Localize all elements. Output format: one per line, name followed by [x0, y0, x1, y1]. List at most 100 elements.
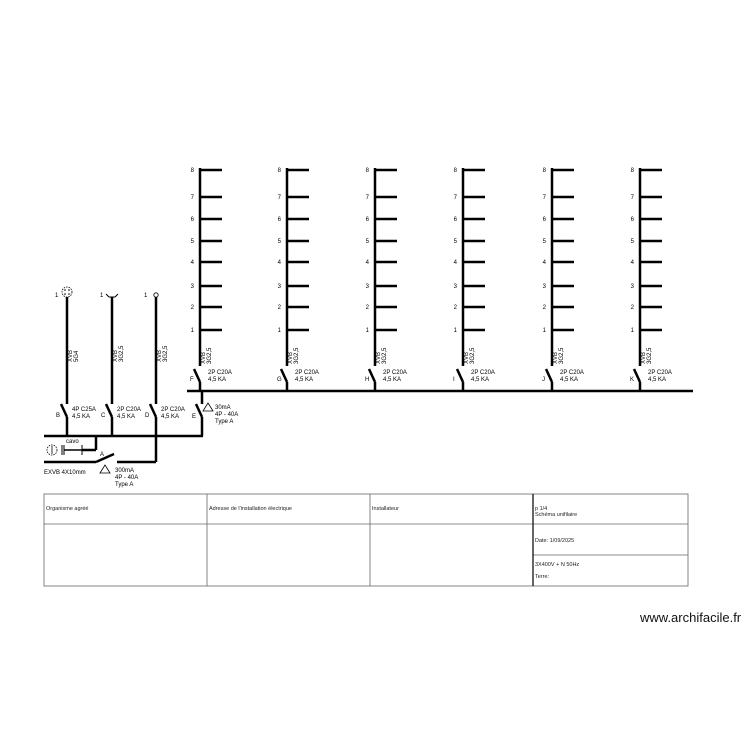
- cable-label-D-section: 3G2,5: [163, 345, 169, 362]
- light-icon: [153, 292, 159, 298]
- cable-label-H-type: XVB: [376, 352, 382, 364]
- breaker-C-contact: [104, 403, 114, 418]
- circuit-number: 3: [543, 284, 547, 290]
- breaker-G-contact: [279, 368, 289, 383]
- title-supply: 3X400V + N 50Hz: [535, 562, 579, 568]
- circuit-number: 1: [191, 328, 195, 334]
- title-installateur: Installateur: [372, 506, 399, 512]
- breaker-id-K: K: [630, 377, 634, 383]
- cable-label-D-type: XVB: [157, 350, 163, 362]
- circuit-number: 7: [631, 195, 635, 201]
- circuit-number: 3: [278, 284, 282, 290]
- circuit-number: 7: [191, 195, 195, 201]
- breaker-rating-C: 2P C20A: [117, 407, 141, 413]
- breaker-rating-D: 2P C20A: [161, 407, 185, 413]
- circuit-number: 4: [454, 260, 458, 266]
- circuit-number: 2: [278, 305, 282, 311]
- main-switch-sensitivity: 300mA: [115, 468, 134, 474]
- socket-3phase-icon: [61, 286, 73, 298]
- breaker-id-F: F: [190, 377, 194, 383]
- cable-label-G-section: 3G2,5: [294, 347, 300, 364]
- title-date: Date: 1/09/2025: [535, 538, 574, 544]
- circuit-number: 2: [366, 305, 370, 311]
- breaker-J-contact: [544, 368, 554, 383]
- cable-label-C-section: 3G2,5: [119, 345, 125, 362]
- cable-label-F-type: XVB: [201, 352, 207, 364]
- main-switch-rating: 4P - 40A: [115, 475, 138, 481]
- socket-pin: [68, 293, 70, 295]
- circuit-number: 1: [631, 328, 635, 334]
- circuit-number: 2: [543, 305, 547, 311]
- earth-cable-label: cavo: [66, 439, 79, 445]
- circuit-number: 4: [366, 260, 370, 266]
- breaker-I-contact: [455, 368, 465, 383]
- breaker-ka-I: 4,5 KA: [471, 377, 489, 383]
- circuit-number: 1: [278, 328, 282, 334]
- circuit-number: 8: [278, 168, 282, 174]
- circuit-number: 3: [631, 284, 635, 290]
- breaker-ka-J: 4,5 KA: [560, 377, 578, 383]
- title-organisme: Organisme agréé: [46, 506, 89, 512]
- socket-pin: [64, 293, 66, 295]
- circuit-number: 3: [454, 284, 458, 290]
- breaker-ka-D: 4,5 KA: [161, 414, 179, 420]
- circuit-number: 7: [543, 195, 547, 201]
- circuit-number: 4: [543, 260, 547, 266]
- breaker-ka-K: 4,5 KA: [648, 377, 666, 383]
- breaker-rating-G: 2P C20A: [295, 370, 319, 376]
- breaker-id-G: G: [277, 377, 282, 383]
- breaker-rating-I: 2P C20A: [471, 370, 495, 376]
- circuit-number: 2: [191, 305, 195, 311]
- circuit-number: 7: [454, 195, 458, 201]
- circuit-number: 5: [366, 239, 370, 245]
- rcd-E-contact: [194, 403, 204, 418]
- incomer-cable-label: EXVB 4X10mm: [44, 470, 86, 476]
- load-number-D: 1: [144, 293, 148, 299]
- circuit-number: 1: [366, 328, 370, 334]
- circuit-number: 6: [631, 217, 635, 223]
- rcd-E-sensitivity: 30mA: [215, 405, 231, 411]
- load-number-C: 1: [100, 293, 104, 299]
- circuit-number: 6: [454, 217, 458, 223]
- breaker-rating-B: 4P C25A: [72, 407, 96, 413]
- rcd-E-rating: 4P - 40A: [215, 412, 238, 418]
- watermark: www.archifacile.fr: [639, 610, 742, 625]
- title-terre: Terre:: [535, 574, 550, 580]
- circuit-number: 8: [454, 168, 458, 174]
- circuit-number: 3: [191, 284, 195, 290]
- rcd-warning-triangle-icon: [202, 402, 214, 412]
- circuit-number: 6: [543, 217, 547, 223]
- circuit-number: 5: [278, 239, 282, 245]
- circuit-number: 7: [278, 195, 282, 201]
- breaker-id-B: B: [56, 413, 60, 419]
- cable-label-H-section: 3G2,5: [382, 347, 388, 364]
- cable-label-B-type: XVB: [68, 350, 74, 362]
- breaker-ka-C: 4,5 KA: [117, 414, 135, 420]
- title-block: [43, 493, 689, 587]
- circuit-number: 2: [454, 305, 458, 311]
- circuit-number: 6: [191, 217, 195, 223]
- main-switch-contact: [95, 452, 115, 464]
- socket-pin: [68, 289, 70, 291]
- circuit-number: 3: [366, 284, 370, 290]
- breaker-id-I: I: [453, 377, 455, 383]
- circuit-number: 8: [191, 168, 195, 174]
- circuit-number: 5: [191, 239, 195, 245]
- circuit-number: 4: [191, 260, 195, 266]
- breaker-id-J: J: [542, 377, 545, 383]
- main-switch-type: Type A: [115, 482, 133, 488]
- cable-label-C-type: XVB: [113, 350, 119, 362]
- circuit-number: 5: [543, 239, 547, 245]
- load-number-B: 1: [55, 293, 59, 299]
- circuit-number: 4: [278, 260, 282, 266]
- circuit-number: 8: [543, 168, 547, 174]
- breaker-rating-K: 2P C20A: [648, 370, 672, 376]
